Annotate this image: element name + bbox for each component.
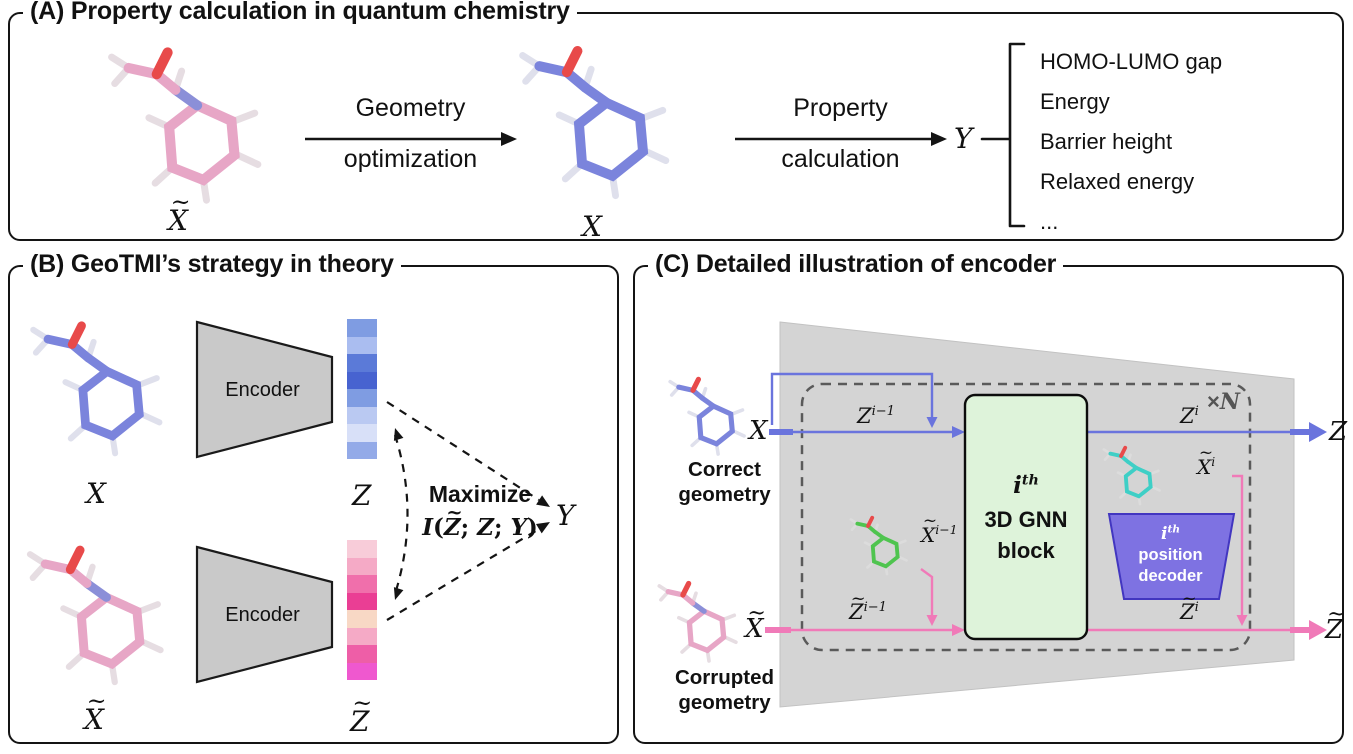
z-label: Z <box>352 479 372 512</box>
mi-y: Y <box>510 514 527 541</box>
tilde-mark: ~ <box>352 688 373 717</box>
panel-c: (C) Detailed illustration of encoder <box>633 250 1348 744</box>
latent-cell <box>347 645 377 663</box>
x-tilde-prev-label: ~Xi−1 <box>921 511 958 547</box>
x-tilde-label: ~X <box>745 599 766 644</box>
latent-cell <box>347 575 377 593</box>
geometry-label: Geometry <box>355 94 466 122</box>
property-item: Energy <box>1040 89 1110 114</box>
latent-z-cells <box>347 319 377 459</box>
tilde-mark: ~ <box>86 686 107 715</box>
panel-a: (A) Property calculation in quantum chem… <box>8 0 1344 243</box>
property-item: HOMO-LUMO gap <box>1040 49 1223 74</box>
latent-cell <box>347 389 377 407</box>
property-calculation-arrow <box>735 132 947 146</box>
z-tilde-prev-label: ~Zi−1 <box>849 588 887 624</box>
geometry-optimization-arrow <box>305 132 517 146</box>
calculation-label: calculation <box>781 145 900 173</box>
paren-open: ( <box>432 514 444 541</box>
z-tilde-out-label: ~Z <box>1325 600 1346 645</box>
y-label: Y <box>954 122 973 155</box>
panel-c-title: (C) Detailed illustration of encoder <box>648 250 1064 279</box>
x-label: X <box>582 210 602 243</box>
latent-cell <box>347 319 377 337</box>
latent-cell <box>347 336 377 354</box>
panel-b: (B) GeoTMI’s strategy in theory <box>8 250 619 744</box>
tilde-mark: ~ <box>922 511 938 532</box>
correct-molecule <box>665 373 750 458</box>
tilde-mark: ~ <box>1327 600 1346 627</box>
x-tilde-cur-label: ~Xi <box>1197 443 1216 479</box>
property-label: Property <box>793 94 888 122</box>
mi-z: Z <box>477 514 494 541</box>
times-sign: × <box>1207 389 1220 414</box>
latent-cell <box>347 592 377 610</box>
tilde-mark: ~ <box>1198 443 1214 464</box>
latent-cell <box>347 441 377 459</box>
separator: ; <box>460 514 478 541</box>
z-cur-label: Zi <box>1180 404 1199 428</box>
property-item: Relaxed energy <box>1040 169 1195 194</box>
optimized-molecule <box>515 36 675 206</box>
property-item: Barrier height <box>1040 129 1173 154</box>
corrupted-molecule <box>20 539 172 689</box>
tilde-mark: ~ <box>747 599 766 626</box>
latent-cell <box>347 610 377 628</box>
latent-cell <box>347 424 377 442</box>
encoder-bottom-label: Encoder <box>225 604 300 626</box>
correct-geometry-caption: Correct geometry <box>678 458 771 506</box>
x-tilde-label: ~X <box>84 686 107 736</box>
corrupted-molecule <box>98 40 273 208</box>
correct-molecule <box>22 315 172 460</box>
correct-path-lines <box>769 372 1327 442</box>
x-tilde-label: ~X <box>168 187 191 237</box>
corrupted-geometry-caption: Corrupted geometry <box>674 666 775 714</box>
panel-b-title: (B) GeoTMI’s strategy in theory <box>23 250 401 279</box>
latent-ztilde-cells <box>347 540 377 680</box>
tilde-mark: ~ <box>1181 588 1197 610</box>
paren-close: ) <box>526 514 538 541</box>
property-item: ... <box>1040 209 1059 234</box>
z-out-label: Z <box>1329 417 1348 447</box>
decoded-corrupted-molecule <box>1101 445 1162 506</box>
property-list-bracket <box>980 42 1026 228</box>
tilde-mark: ~ <box>446 501 463 525</box>
latent-cell <box>347 662 377 680</box>
corrupted-molecule <box>653 577 743 665</box>
repeat-count-label: ×N <box>1207 389 1240 415</box>
mi-func: I <box>422 514 433 541</box>
tilde-mark: ~ <box>170 187 191 216</box>
encoder-top-label: Encoder <box>225 379 300 401</box>
latent-cell <box>347 406 377 424</box>
latent-cell <box>347 557 377 575</box>
latent-cell <box>347 540 377 558</box>
latent-cell <box>347 354 377 372</box>
z-tilde-cur-label: ~Zi <box>1180 588 1199 624</box>
intermediate-corrupted-molecule <box>848 515 909 576</box>
gnn-block-label: ith 3D GNN block <box>984 471 1068 563</box>
repeat-n: N <box>1219 389 1240 415</box>
position-decoder-label: ith position decoder <box>1138 523 1203 585</box>
z-tilde-label: ~Z <box>350 688 373 738</box>
maximize-label: Maximize <box>428 481 532 507</box>
y-label: Y <box>556 499 575 532</box>
panel-a-title: (A) Property calculation in quantum chem… <box>23 0 577 26</box>
separator: ; <box>493 514 511 541</box>
x-label: X <box>86 477 106 510</box>
mutual-information-formula: I(~Z; Z; Y) <box>422 501 538 541</box>
optimization-label: optimization <box>343 145 478 173</box>
x-label: X <box>749 416 768 446</box>
latent-cell <box>347 627 377 645</box>
z-prev-label: Zi−1 <box>857 404 895 428</box>
latent-cell <box>347 371 377 389</box>
tilde-mark: ~ <box>850 588 866 610</box>
